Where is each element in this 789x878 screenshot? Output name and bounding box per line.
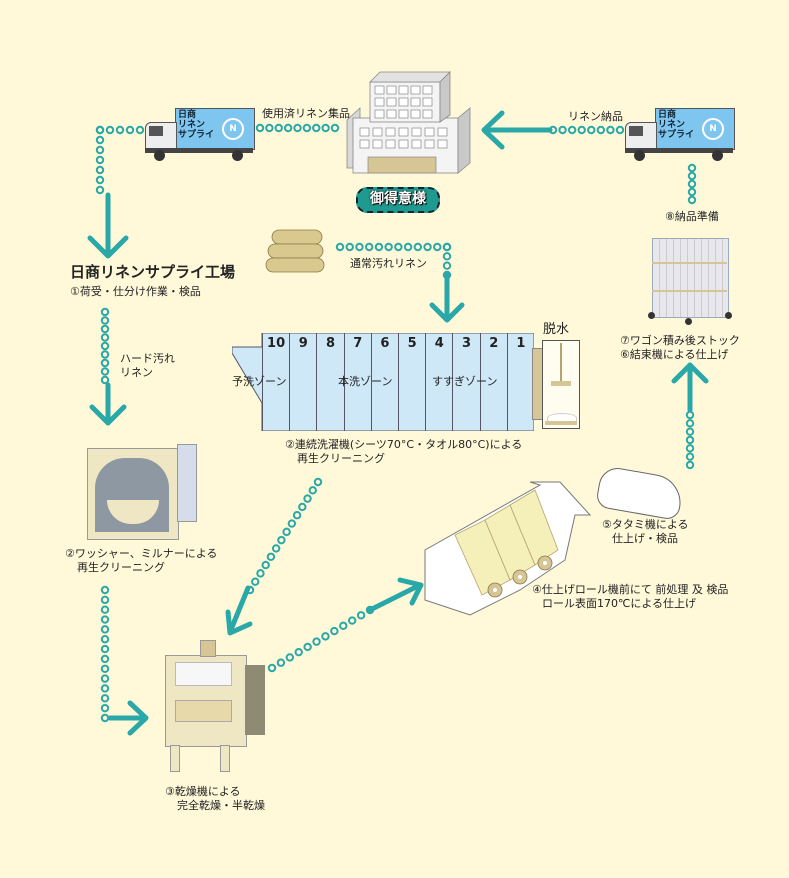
zone-mainwash: 本洗ゾーン bbox=[338, 375, 393, 388]
customer-badge: 御得意様 bbox=[356, 187, 440, 213]
wheel-icon bbox=[232, 150, 243, 161]
arrow-left-to-customer bbox=[481, 110, 553, 150]
arrow-down-to-extractor bbox=[89, 382, 127, 426]
washer-chamber: 6 bbox=[370, 333, 398, 431]
chamber-number: 10 bbox=[267, 336, 286, 351]
chamber-number: 3 bbox=[462, 336, 472, 351]
label-delivery: リネン納品 bbox=[568, 110, 623, 123]
wheel-icon bbox=[712, 150, 723, 161]
arrow-right-to-dryer bbox=[107, 700, 149, 736]
dewater-label: 脱水 bbox=[543, 322, 570, 337]
arrow-to-ironer bbox=[367, 577, 424, 613]
truck-collection: 日商リネンサプライ N bbox=[140, 108, 255, 163]
zone-rinse: すすぎゾーン bbox=[432, 375, 498, 388]
dewater-machine bbox=[542, 340, 580, 429]
washer-chamber: 2 bbox=[479, 333, 507, 431]
folder-caption: ⑤タタミ機による仕上げ・検品 bbox=[602, 518, 689, 545]
extractor-caption: ②ワッシャー、ミルナーによる再生クリーニング bbox=[65, 547, 218, 574]
wheel-icon bbox=[648, 312, 655, 319]
arrow-up-to-wagon bbox=[671, 362, 709, 413]
arrow-down-to-washer bbox=[429, 272, 465, 323]
label-hard-dirty: ハード汚れリネン bbox=[120, 352, 175, 379]
dryer-caption: ③乾燥機による完全乾燥・半乾燥 bbox=[165, 785, 265, 812]
washer-extractor-machine bbox=[85, 440, 197, 540]
chamber-number: 9 bbox=[298, 336, 308, 351]
chamber-number: 1 bbox=[516, 336, 526, 351]
truck-company-name: 日商リネンサプライ bbox=[178, 110, 215, 140]
company-logo-icon: N bbox=[222, 118, 244, 140]
truck-company-name: 日商リネンサプライ bbox=[658, 110, 695, 140]
continuous-washer: 10 9 8 7 6 5 4 3 2 1 予洗ゾーン 本洗ゾーン すすぎゾーン bbox=[232, 333, 534, 431]
wheel-icon bbox=[634, 150, 645, 161]
linen-wagon bbox=[648, 232, 732, 325]
company-logo-icon: N bbox=[702, 118, 724, 140]
label-prep-delivery: ⑧納品準備 bbox=[665, 210, 719, 223]
ironer-caption: ④仕上げロール機前にて 前処理 及 検品ロール表面170℃による仕上げ bbox=[532, 583, 729, 610]
washer-chamber: 4 bbox=[425, 333, 452, 431]
dryer-machine bbox=[160, 640, 270, 772]
step1-label: ①荷受・仕分け作業・検品 bbox=[70, 285, 201, 298]
washer-caption: ②連続洗濯機(シーツ70°C・タオル80°C)による再生クリーニング bbox=[285, 438, 523, 465]
washer-chamber: 3 bbox=[452, 333, 479, 431]
label-collection: 使用済リネン集品 bbox=[262, 107, 350, 120]
chamber-number: 7 bbox=[353, 336, 363, 351]
arrow-diag-to-dryer bbox=[225, 585, 253, 636]
chamber-number: 2 bbox=[489, 336, 499, 351]
washer-chamber: 10 bbox=[262, 333, 289, 431]
washer-chamber: 5 bbox=[398, 333, 425, 431]
wheel-icon bbox=[154, 150, 165, 161]
chamber-number: 5 bbox=[407, 336, 417, 351]
washer-chamber: 1 bbox=[506, 333, 534, 431]
truck-delivery: 日商リネンサプライ N bbox=[620, 108, 735, 163]
washer-chamber: 8 bbox=[316, 333, 343, 431]
zone-prewash: 予洗ゾーン bbox=[232, 375, 287, 388]
chamber-number: 4 bbox=[434, 336, 444, 351]
factory-title: 日商リネンサプライ工場 bbox=[70, 263, 236, 281]
chamber-number: 8 bbox=[325, 336, 336, 351]
label-normal-dirty: 通常汚れリネン bbox=[350, 257, 427, 270]
washer-chamber: 7 bbox=[343, 333, 371, 431]
chamber-number: 6 bbox=[380, 336, 390, 351]
arrow-down-to-factory bbox=[87, 192, 129, 259]
wheel-icon bbox=[685, 318, 692, 325]
washer-chamber: 9 bbox=[289, 333, 316, 431]
wheel-icon bbox=[725, 312, 732, 319]
